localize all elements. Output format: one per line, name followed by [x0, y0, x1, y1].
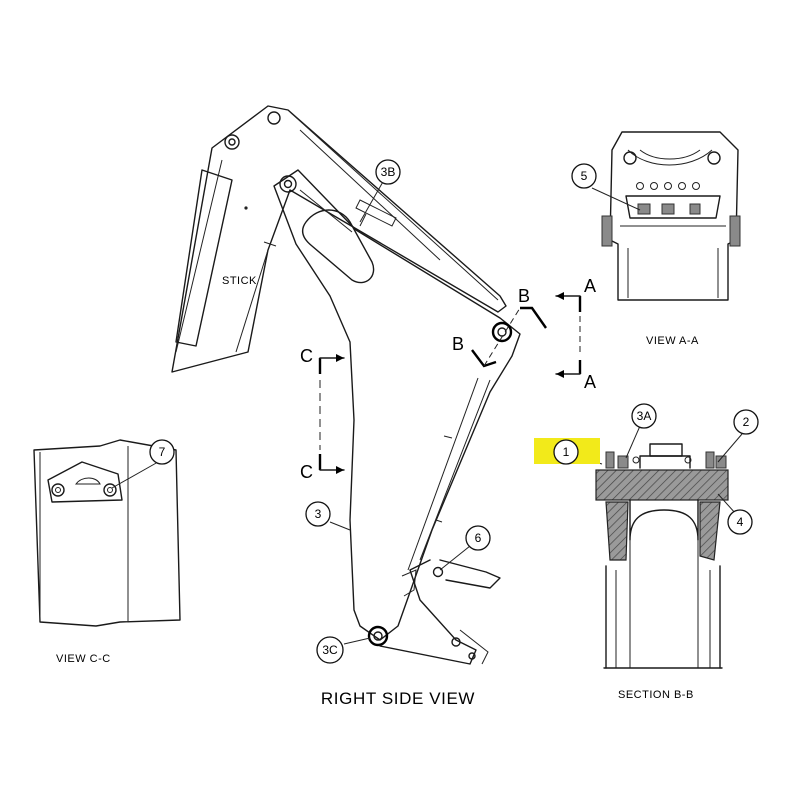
main-title: RIGHT SIDE VIEW [321, 689, 475, 708]
section-b-marker: B B [452, 286, 547, 368]
callout-6-text: 6 [475, 531, 482, 545]
boom-foot-pin [367, 625, 389, 647]
section-a-marker: A A [555, 276, 596, 392]
callout-7[interactable]: 7 [149, 439, 175, 465]
callout-5-text: 5 [581, 169, 588, 183]
callout-4[interactable]: 4 [727, 509, 753, 535]
section-a-label-bottom: A [584, 372, 596, 392]
section-c-label-top: C [300, 346, 313, 366]
section-b-label-bottom: B [452, 334, 464, 354]
boom-top-pin [491, 321, 513, 343]
boom-assembly [171, 105, 521, 665]
callout-3c-text: 3C [322, 643, 338, 657]
view-cc-detail [33, 439, 181, 627]
boom-outline [273, 169, 521, 641]
callout-2[interactable]: 2 [733, 409, 759, 435]
section-a-label-top: A [584, 276, 596, 296]
callout-3[interactable]: 3 [305, 501, 331, 527]
stick-outline [171, 105, 507, 373]
stick-label: STICK [222, 275, 257, 287]
section-bb-label: SECTION B-B [618, 689, 694, 701]
callout-5[interactable]: 5 [571, 163, 597, 189]
callout-3c[interactable]: 3C [316, 636, 344, 664]
boom-cutout [301, 209, 375, 284]
callout-3b[interactable]: 3B [375, 159, 401, 185]
callout-3a[interactable]: 3A [631, 403, 657, 429]
section-c-label-bottom: C [300, 462, 313, 482]
callout-1[interactable]: 1 [553, 439, 579, 465]
callout-2-text: 2 [743, 415, 750, 429]
view-cc-label: VIEW C-C [56, 653, 111, 665]
section-c-marker: C C [300, 346, 345, 482]
callout-3-text: 3 [315, 507, 322, 521]
callout-1-text: 1 [563, 445, 570, 459]
callout-6[interactable]: 6 [465, 525, 491, 551]
view-aa-label: VIEW A-A [646, 335, 699, 347]
view-aa-detail [601, 131, 741, 301]
callout-7-text: 7 [159, 445, 166, 459]
callout-3a-text: 3A [637, 409, 652, 423]
section-b-label-top: B [518, 286, 530, 306]
section-bb-detail [595, 443, 729, 669]
callout-3b-text: 3B [381, 165, 396, 179]
callout-4-text: 4 [737, 515, 744, 529]
